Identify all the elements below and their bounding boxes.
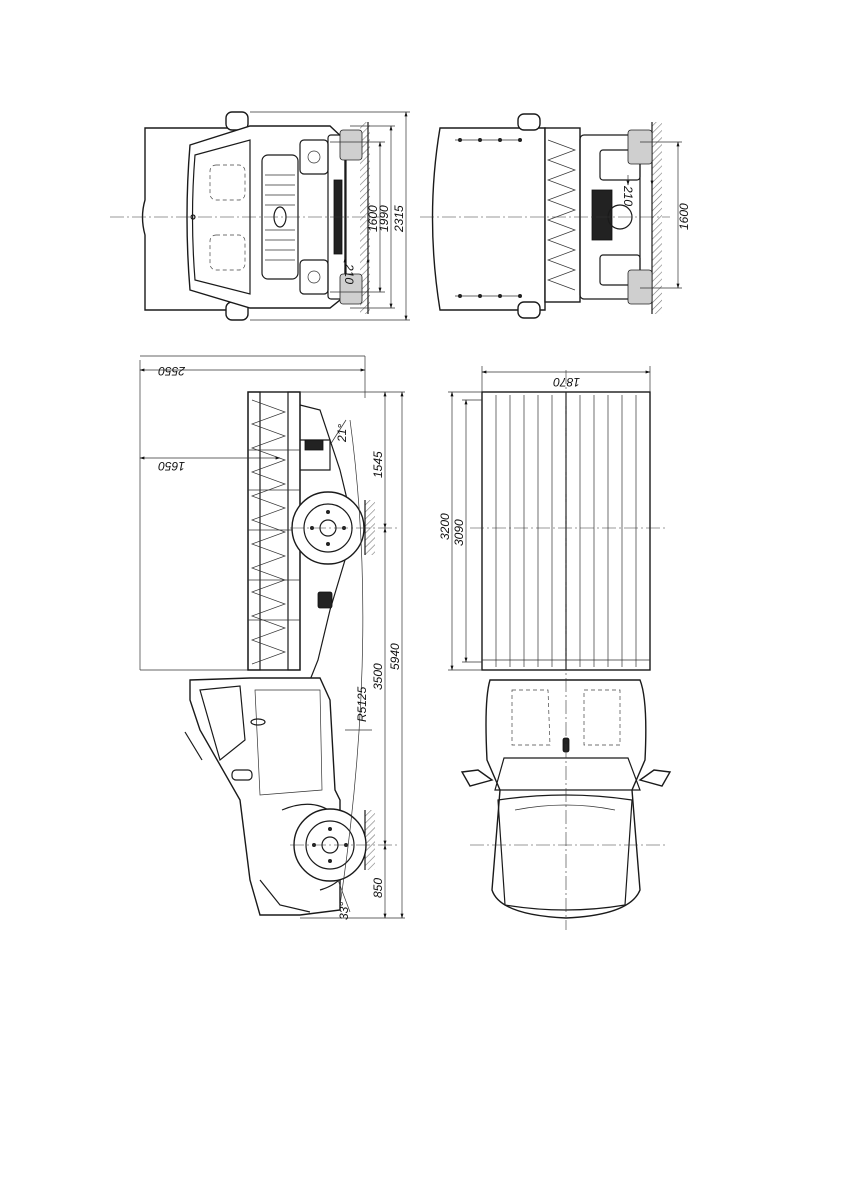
dim-1600-rear: 1600	[677, 203, 691, 230]
dim-1870: 1870	[553, 375, 580, 389]
rear-wheel-right	[628, 270, 652, 304]
dim-850: 850	[371, 878, 385, 898]
rear-wheel-left	[628, 130, 652, 164]
mirror-top-left	[462, 770, 492, 786]
side-view: 2550 1650 1545 3500 5940 850 R5125 21° 3…	[140, 356, 405, 920]
front-view: 1600 1990 2315 210	[110, 112, 410, 320]
spare-holder	[318, 592, 332, 608]
mirror-top-right	[640, 770, 670, 786]
dim-3200: 3200	[438, 513, 452, 540]
rear-view: 1600 210	[420, 114, 691, 318]
dim-3090: 3090	[452, 519, 466, 546]
dim-1545: 1545	[371, 451, 385, 478]
dim-3500: 3500	[371, 663, 385, 690]
ground-hatch-rear	[652, 122, 662, 314]
top-view: 1870 3200 3090	[438, 366, 670, 930]
dim-2315-front: 2315	[392, 205, 406, 233]
dim-1990-front: 1990	[377, 205, 391, 232]
dim-2550: 2550	[158, 364, 186, 378]
cargo-box-rear	[433, 128, 546, 310]
differential	[592, 190, 612, 240]
dim-210-front: 210	[342, 263, 356, 284]
dim-1650: 1650	[158, 459, 185, 473]
angle-33: 33°	[337, 902, 351, 920]
dim-5940: 5940	[388, 643, 402, 670]
front-wheel-left	[340, 130, 362, 160]
angle-21: 21°	[335, 424, 349, 443]
dim-210-rear: 210	[621, 185, 635, 206]
dim-r5125: R5125	[355, 686, 369, 722]
